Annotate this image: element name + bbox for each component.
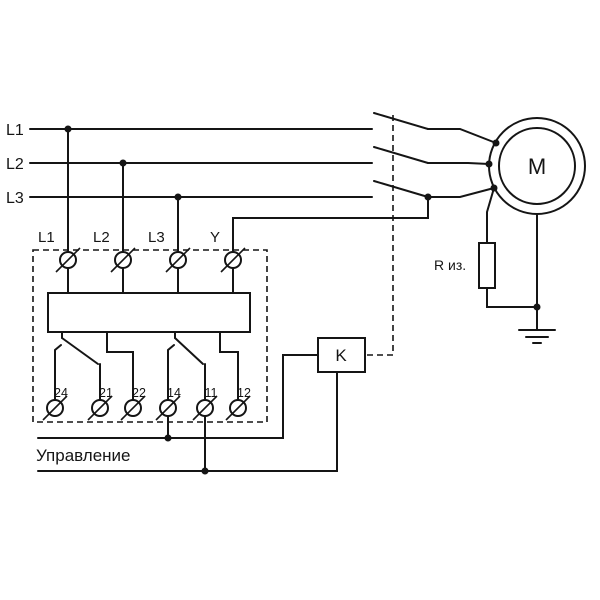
junction-y-tap (424, 193, 432, 201)
power-l1-label: L1 (6, 122, 24, 139)
contact2-no-14 (167, 344, 175, 401)
junction-earth (533, 303, 541, 311)
motor-terminal-2 (485, 160, 493, 168)
feed-l3-to-motor (427, 187, 495, 198)
terminal-y-label: Y (210, 229, 220, 246)
terminal-21-label: 21 (99, 386, 113, 400)
relay-boundary-box (32, 249, 268, 423)
resistor-top-wire (486, 187, 495, 244)
switch-blade-l1 (373, 112, 429, 130)
resistor-bottom-wire (486, 287, 538, 308)
contactor-coil-box (317, 337, 366, 373)
terminal-14-label: 14 (167, 386, 181, 400)
power-l2-label: L2 (6, 156, 24, 173)
terminal-22-label: 22 (132, 386, 146, 400)
junction-control-lower (201, 467, 209, 475)
junction-l2 (119, 159, 127, 167)
motor-label: M (528, 154, 546, 179)
insulation-resistor-label: R из. (434, 257, 466, 273)
terminal-l1-label: L1 (38, 229, 55, 246)
mechanical-link (365, 115, 394, 356)
relay-input-drops (67, 267, 234, 294)
terminal-l3-label: L3 (148, 229, 165, 246)
terminal-12-label: 12 (237, 386, 251, 400)
motor-terminal-3 (490, 184, 498, 192)
insulation-resistor-branch (478, 187, 538, 308)
insulation-resistor (478, 242, 496, 289)
power-l3-label: L3 (6, 190, 24, 207)
contact1-no-24 (54, 344, 62, 401)
feed-l1-to-motor (427, 128, 497, 144)
contact2-nc-12 (219, 331, 239, 401)
terminal-11-label: 11 (205, 386, 218, 400)
contactor-label: K (335, 346, 347, 365)
contact2-blade (174, 337, 204, 365)
junction-control-upper (164, 434, 172, 442)
motor-inner-circle (498, 127, 576, 205)
relay-output-contacts (54, 331, 239, 401)
switch-blade-l3 (373, 180, 429, 198)
contactor-main-contacts (373, 112, 497, 198)
junction-dots (64, 125, 541, 475)
relay-device-body (47, 292, 251, 333)
contact1-blade (61, 337, 99, 365)
power-lines (29, 128, 373, 253)
motor-terminal-1 (492, 139, 500, 147)
control-wire-lower (37, 371, 338, 472)
switch-blade-l2 (373, 146, 429, 164)
control-label: Управление (36, 446, 131, 465)
ground-symbol (518, 213, 556, 344)
terminal-24-label: 24 (54, 386, 68, 400)
terminal-slash-marks (42, 247, 251, 421)
junction-l3 (174, 193, 182, 201)
control-wire-upper (37, 354, 319, 439)
relay-terminals (42, 247, 251, 421)
junction-l1 (64, 125, 72, 133)
control-circuit (37, 354, 338, 472)
y-measuring-wire (232, 196, 429, 253)
feed-l2-to-motor (427, 162, 490, 165)
contact1-nc-22 (106, 331, 134, 401)
terminal-l2-label: L2 (93, 229, 110, 246)
